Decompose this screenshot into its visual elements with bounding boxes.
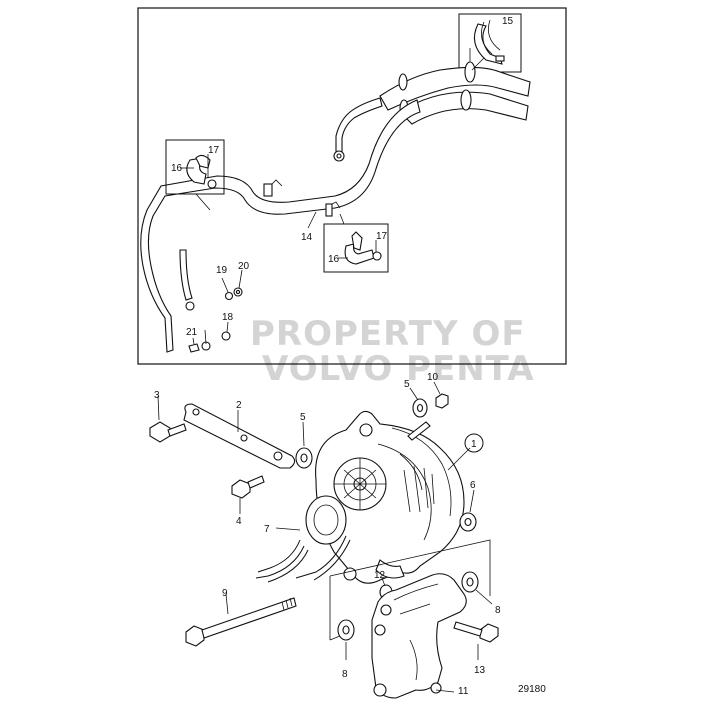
- washer-8-left: [337, 619, 355, 660]
- spacer-6: [459, 489, 477, 532]
- callout-16-upper: 16: [171, 163, 183, 174]
- callout-2: 2: [236, 400, 242, 411]
- callout-7: 7: [264, 524, 270, 535]
- callout-20: 20: [238, 261, 250, 272]
- callout-6: 6: [470, 480, 476, 491]
- callout-9: 9: [222, 588, 228, 599]
- detail-box-p-clip-center: [323, 213, 389, 273]
- callout-5-left: 5: [300, 412, 306, 423]
- bolt-9: [185, 593, 297, 647]
- harness-inset-frame: [137, 7, 567, 365]
- callout-11: 11: [458, 686, 469, 697]
- nut-10: [433, 381, 449, 409]
- callout-18: 18: [222, 312, 234, 323]
- callout-3: 3: [154, 390, 160, 401]
- watermark-line-1: PROPERTY OF: [250, 314, 526, 354]
- harness-ground-lead: [333, 97, 383, 162]
- bolt-3: [149, 395, 187, 443]
- figure-number: 29180: [518, 684, 546, 695]
- washer-8-right: [461, 571, 493, 605]
- bracket-guide-lines: [329, 539, 491, 641]
- tension-bracket-2: [183, 403, 296, 469]
- leader-14: [307, 211, 317, 229]
- callout-8-right: 8: [495, 605, 501, 616]
- callout-19: 19: [216, 265, 228, 276]
- callout-15: 15: [502, 16, 514, 27]
- washer-5-right: [409, 387, 428, 418]
- callout-1: 1: [471, 439, 477, 450]
- callout-14: 14: [301, 232, 313, 243]
- mounting-bracket-11: [371, 573, 467, 699]
- callout-12: 12: [374, 570, 386, 581]
- detail-box-p-clip-left: [165, 139, 225, 211]
- callout-10: 10: [427, 372, 439, 383]
- harness-main-cable: [140, 99, 421, 353]
- washer-5-left: [295, 421, 313, 469]
- callout-17-center: 17: [376, 231, 388, 242]
- callout-4: 4: [236, 516, 242, 527]
- pulley-and-belt-7: [255, 495, 351, 583]
- callout-13: 13: [474, 665, 486, 676]
- bolt-13: [453, 621, 499, 660]
- watermark-line-2: VOLVO PENTA: [262, 349, 535, 389]
- callout-21: 21: [186, 327, 198, 338]
- harness-battery-lead: [179, 249, 211, 351]
- callout-5-right: 5: [404, 379, 410, 390]
- small-hardware-group: [188, 269, 243, 353]
- callout-8-left: 8: [342, 669, 348, 680]
- alternator-1: [315, 410, 484, 584]
- bolt-4: [231, 475, 265, 514]
- callout-17-upper: 17: [208, 145, 220, 156]
- callout-16-center: 16: [328, 254, 340, 265]
